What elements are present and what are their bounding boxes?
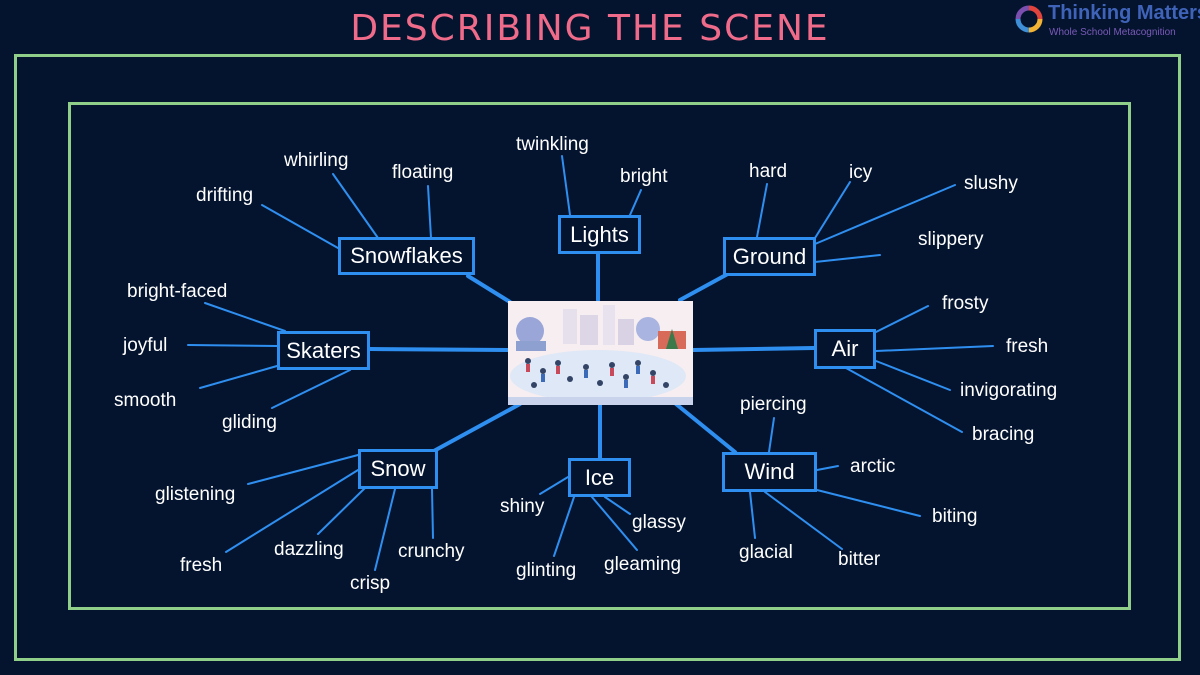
inner-frame xyxy=(68,102,1131,610)
word-slushy: slushy xyxy=(964,173,1018,194)
word-bright: bright xyxy=(620,166,668,187)
word-dazzling: dazzling xyxy=(274,539,344,560)
word-gleaming: gleaming xyxy=(604,554,682,575)
word-fresh-snow: fresh xyxy=(180,555,223,576)
link-glassy xyxy=(604,496,631,515)
hub-wind: Wind xyxy=(722,452,817,492)
word-fresh-air: fresh xyxy=(1006,336,1049,357)
hub-air: Air xyxy=(814,329,876,369)
word-bright-faced: bright-faced xyxy=(127,281,228,302)
link-slushy xyxy=(814,184,956,245)
link-piercing xyxy=(768,417,775,453)
link-hard xyxy=(756,183,768,238)
outer-frame xyxy=(14,54,1181,661)
word-glassy: glassy xyxy=(632,512,686,533)
word-crunchy: crunchy xyxy=(398,541,465,562)
link-biting xyxy=(816,489,921,517)
word-crisp: crisp xyxy=(350,573,391,594)
word-hard: hard xyxy=(749,161,788,182)
spoke-wind xyxy=(674,402,737,454)
link-dazzling xyxy=(317,487,366,535)
logo-tagline: Whole School Metacognition xyxy=(1049,27,1176,38)
hub-snowflakes: Snowflakes xyxy=(338,237,475,275)
link-arctic xyxy=(816,465,839,471)
link-joyful xyxy=(187,344,278,347)
word-glinting: glinting xyxy=(516,560,577,581)
logo: Thinking Matters Whole School Metacognit… xyxy=(1012,0,1200,42)
word-glacial: glacial xyxy=(739,542,793,563)
word-twinkling: twinkling xyxy=(516,134,589,155)
link-glistening xyxy=(247,454,359,485)
link-glinting xyxy=(553,496,575,557)
hub-skaters: Skaters xyxy=(277,331,370,370)
link-invigorating xyxy=(875,360,951,391)
link-bracing xyxy=(845,367,963,433)
link-crunchy xyxy=(431,488,434,539)
link-fresh-air xyxy=(875,345,994,352)
link-smooth xyxy=(199,365,278,389)
hub-snow: Snow xyxy=(358,449,438,489)
word-gliding: gliding xyxy=(222,412,277,433)
link-floating xyxy=(427,185,432,239)
link-frosty xyxy=(875,305,929,333)
word-arctic: arctic xyxy=(850,456,896,477)
link-whirling xyxy=(332,173,379,239)
word-whirling: whirling xyxy=(284,150,349,171)
link-bright-faced xyxy=(204,302,286,332)
link-glacial xyxy=(749,491,756,539)
hub-lights: Lights xyxy=(558,215,641,254)
link-gleaming xyxy=(591,496,638,551)
word-drifting: drifting xyxy=(196,185,254,206)
word-frosty: frosty xyxy=(942,293,989,314)
skating-scene-image xyxy=(508,301,693,405)
link-fresh-snow xyxy=(225,469,359,553)
link-slippery xyxy=(814,254,881,263)
hub-ice: Ice xyxy=(568,458,631,497)
link-bright xyxy=(629,189,642,216)
word-biting: biting xyxy=(932,506,978,527)
link-drifting xyxy=(261,204,346,253)
word-glistening: glistening xyxy=(155,484,236,505)
page-title: DESCRIBING THE SCENE xyxy=(350,8,830,49)
word-slippery: slippery xyxy=(918,229,984,250)
link-gliding xyxy=(271,369,351,409)
hub-ground: Ground xyxy=(723,237,816,276)
word-shiny: shiny xyxy=(500,496,545,517)
word-icy: icy xyxy=(849,162,873,183)
link-crisp xyxy=(374,488,396,571)
spoke-air xyxy=(691,346,816,352)
link-bitter xyxy=(764,491,843,550)
word-joyful: joyful xyxy=(123,335,168,356)
logo-icon xyxy=(1015,5,1043,33)
word-smooth: smooth xyxy=(114,390,177,411)
link-twinkling xyxy=(561,155,571,216)
word-bitter: bitter xyxy=(838,549,881,570)
word-invigorating: invigorating xyxy=(960,380,1058,401)
spoke-snow xyxy=(430,402,522,454)
word-floating: floating xyxy=(392,162,454,183)
logo-name: Thinking Matters xyxy=(1048,2,1200,24)
spoke-snowflakes xyxy=(466,274,512,304)
link-shiny xyxy=(539,476,569,495)
spoke-skaters xyxy=(368,347,510,352)
link-icy xyxy=(814,181,851,239)
word-bracing: bracing xyxy=(972,424,1035,445)
word-piercing: piercing xyxy=(740,394,807,415)
